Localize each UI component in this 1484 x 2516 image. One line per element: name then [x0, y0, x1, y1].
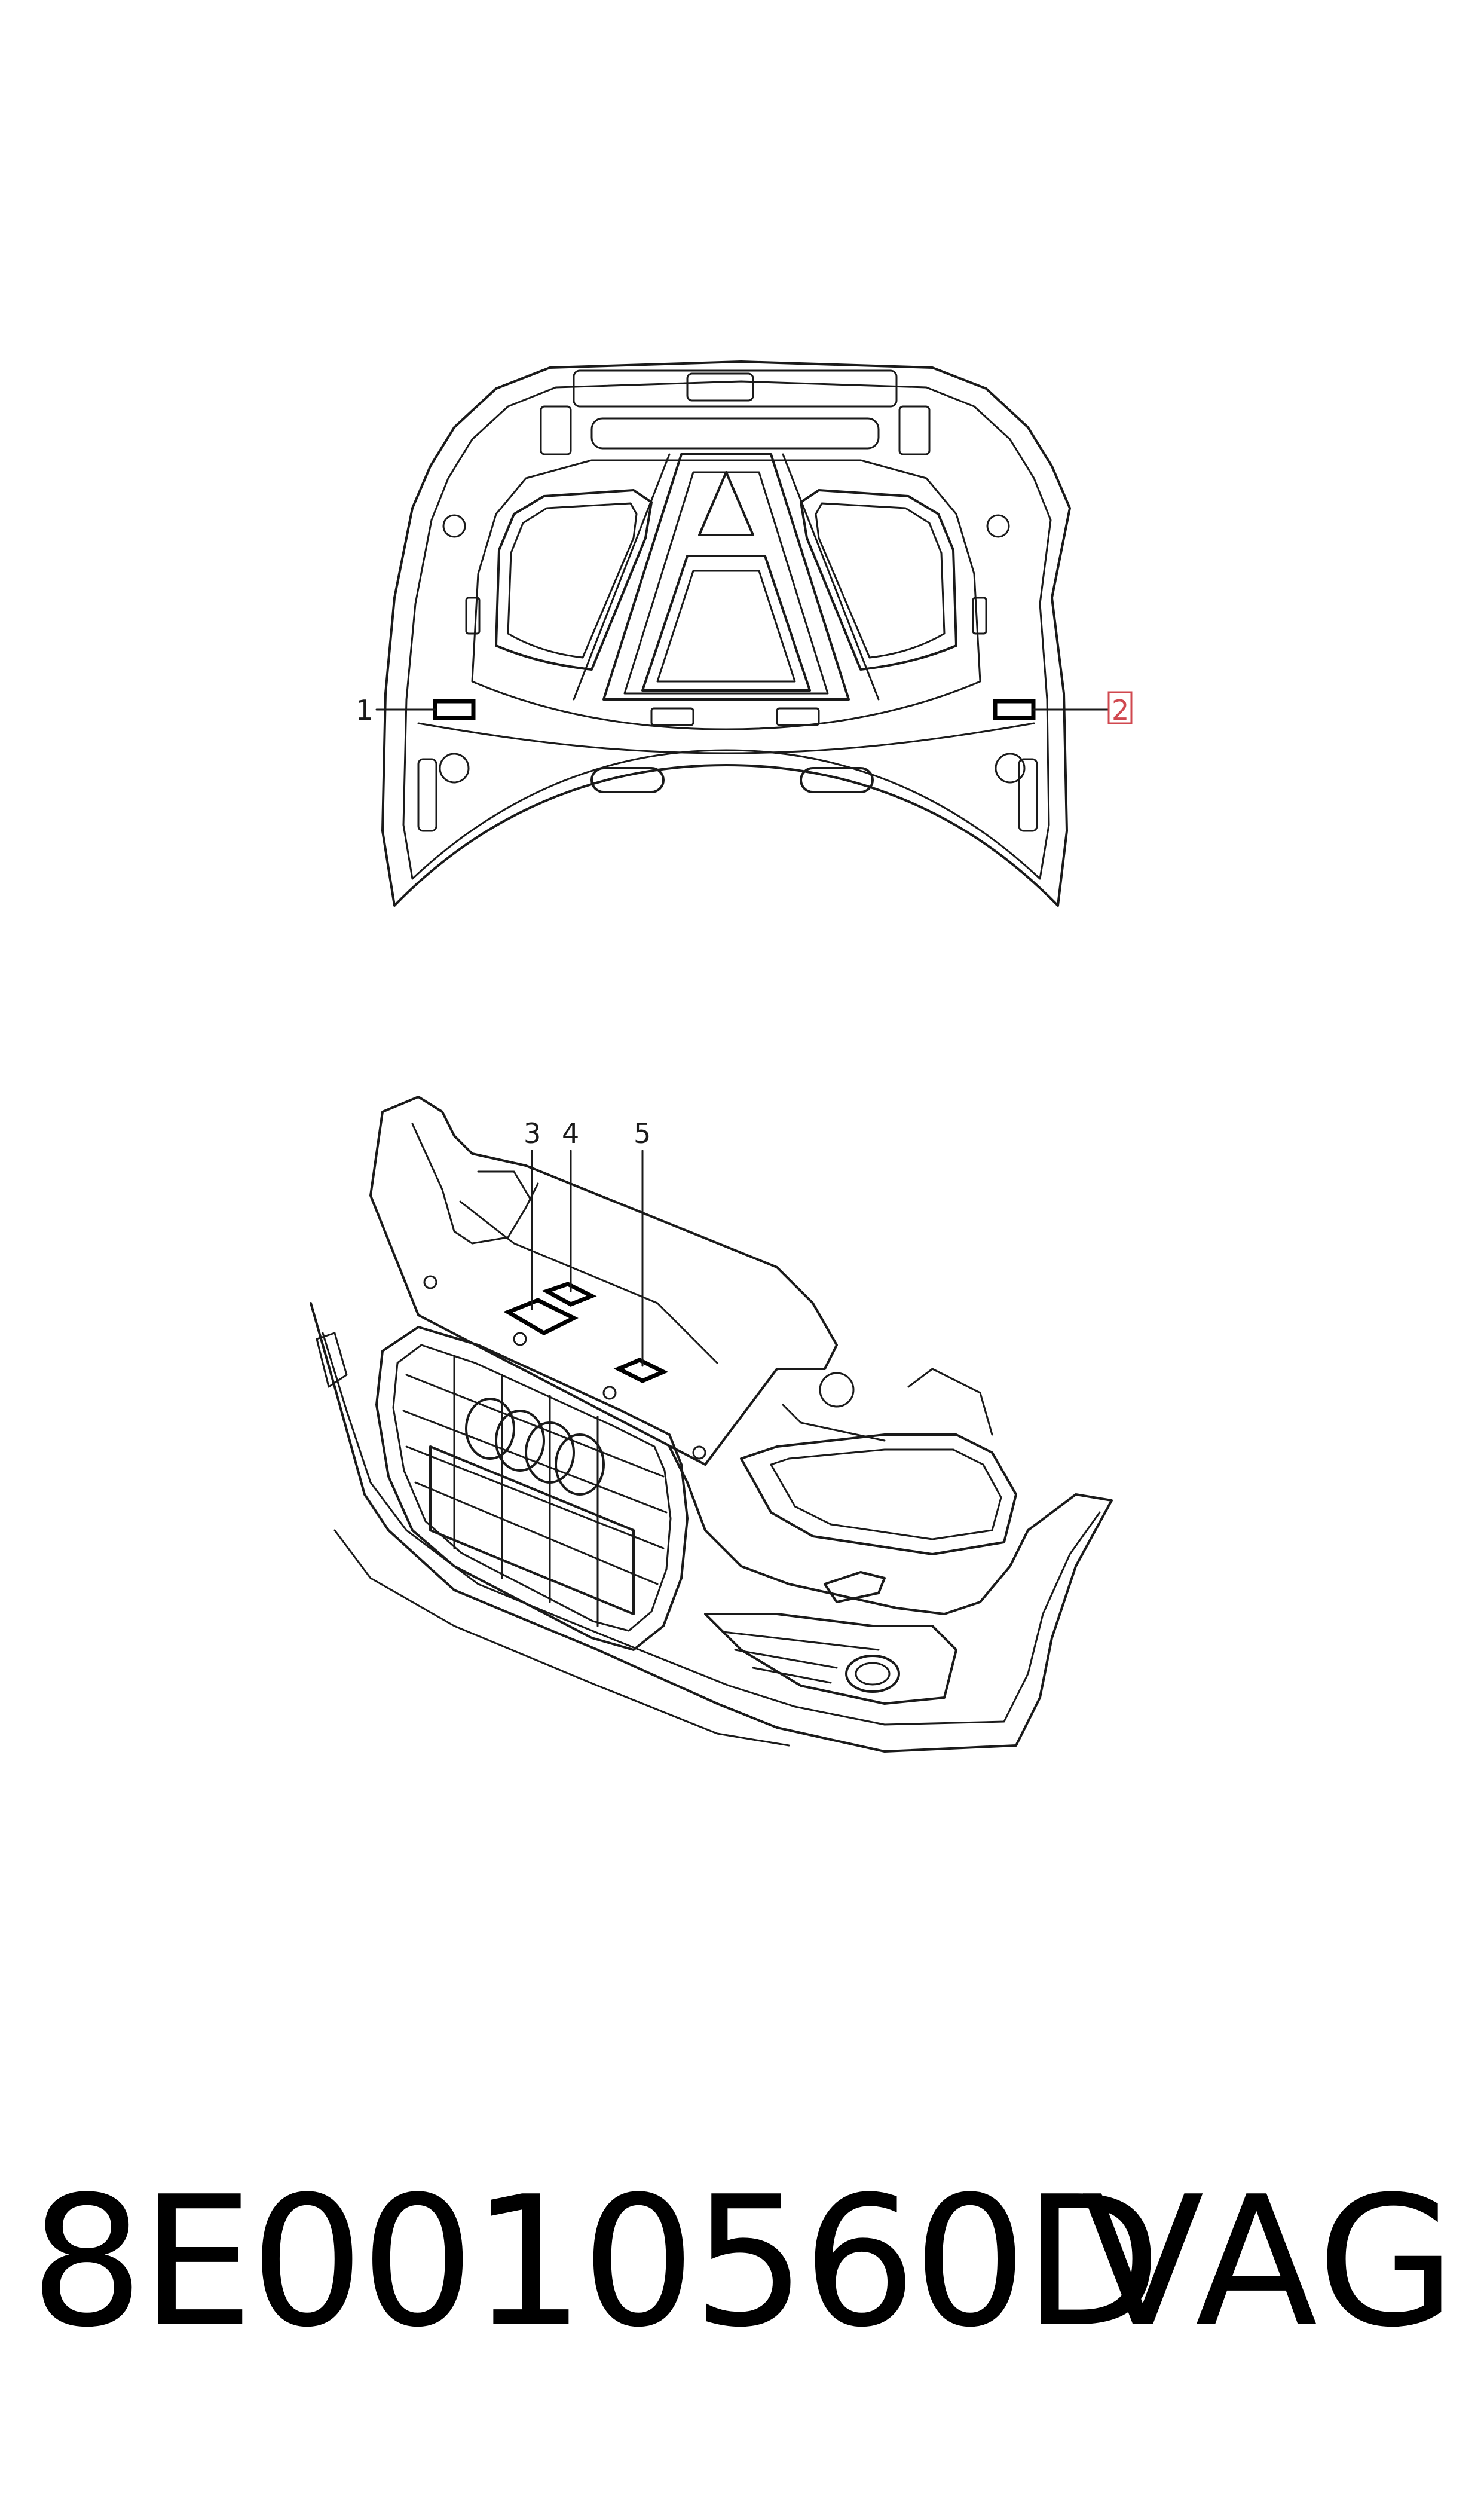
- hood-drawing: [381, 360, 1071, 907]
- callout-1[interactable]: 1: [356, 694, 436, 726]
- footer: 8E0010560D VAG: [30, 2164, 1458, 2361]
- callout-3-label: 3: [524, 1117, 541, 1150]
- callout-1-label: 1: [356, 694, 373, 726]
- brand-label: VAG: [1081, 2158, 1458, 2367]
- part-2-pad: [993, 699, 1036, 720]
- callout-2[interactable]: 2: [1032, 691, 1133, 726]
- callout-5[interactable]: 5: [634, 1117, 651, 1367]
- part-number: 8E0010560D: [30, 2158, 1162, 2367]
- callout-4-label: 4: [562, 1117, 579, 1150]
- part-4-pad: [541, 1282, 597, 1307]
- callout-3[interactable]: 3: [524, 1117, 541, 1310]
- callout-2-label: 2: [1112, 694, 1129, 726]
- callout-5-label: 5: [634, 1117, 651, 1150]
- part-3-pad: [503, 1298, 579, 1335]
- front-end-drawing: [310, 1096, 1113, 1753]
- part-5-pad: [613, 1358, 669, 1383]
- callout-4[interactable]: 4: [562, 1117, 579, 1292]
- part-1-pad: [433, 699, 476, 720]
